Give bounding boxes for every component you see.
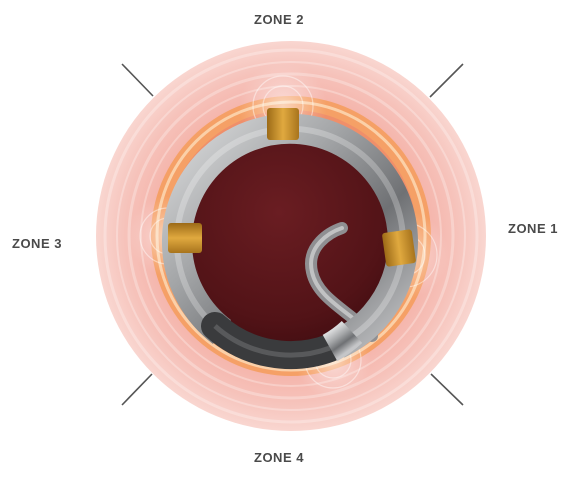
divider-line-bottom-right [431, 374, 463, 405]
zone-2-label: ZONE 2 [254, 12, 304, 27]
electrode-right [382, 229, 416, 267]
zone-1-label: ZONE 1 [508, 221, 558, 236]
electrode-top [267, 108, 299, 140]
divider-line-top-left [122, 64, 153, 96]
zone-4-label: ZONE 4 [254, 450, 304, 465]
divider-line-bottom-left [122, 374, 152, 405]
zone-3-label: ZONE 3 [12, 236, 62, 251]
electrode-left [168, 223, 202, 253]
divider-line-top-right [430, 64, 463, 97]
